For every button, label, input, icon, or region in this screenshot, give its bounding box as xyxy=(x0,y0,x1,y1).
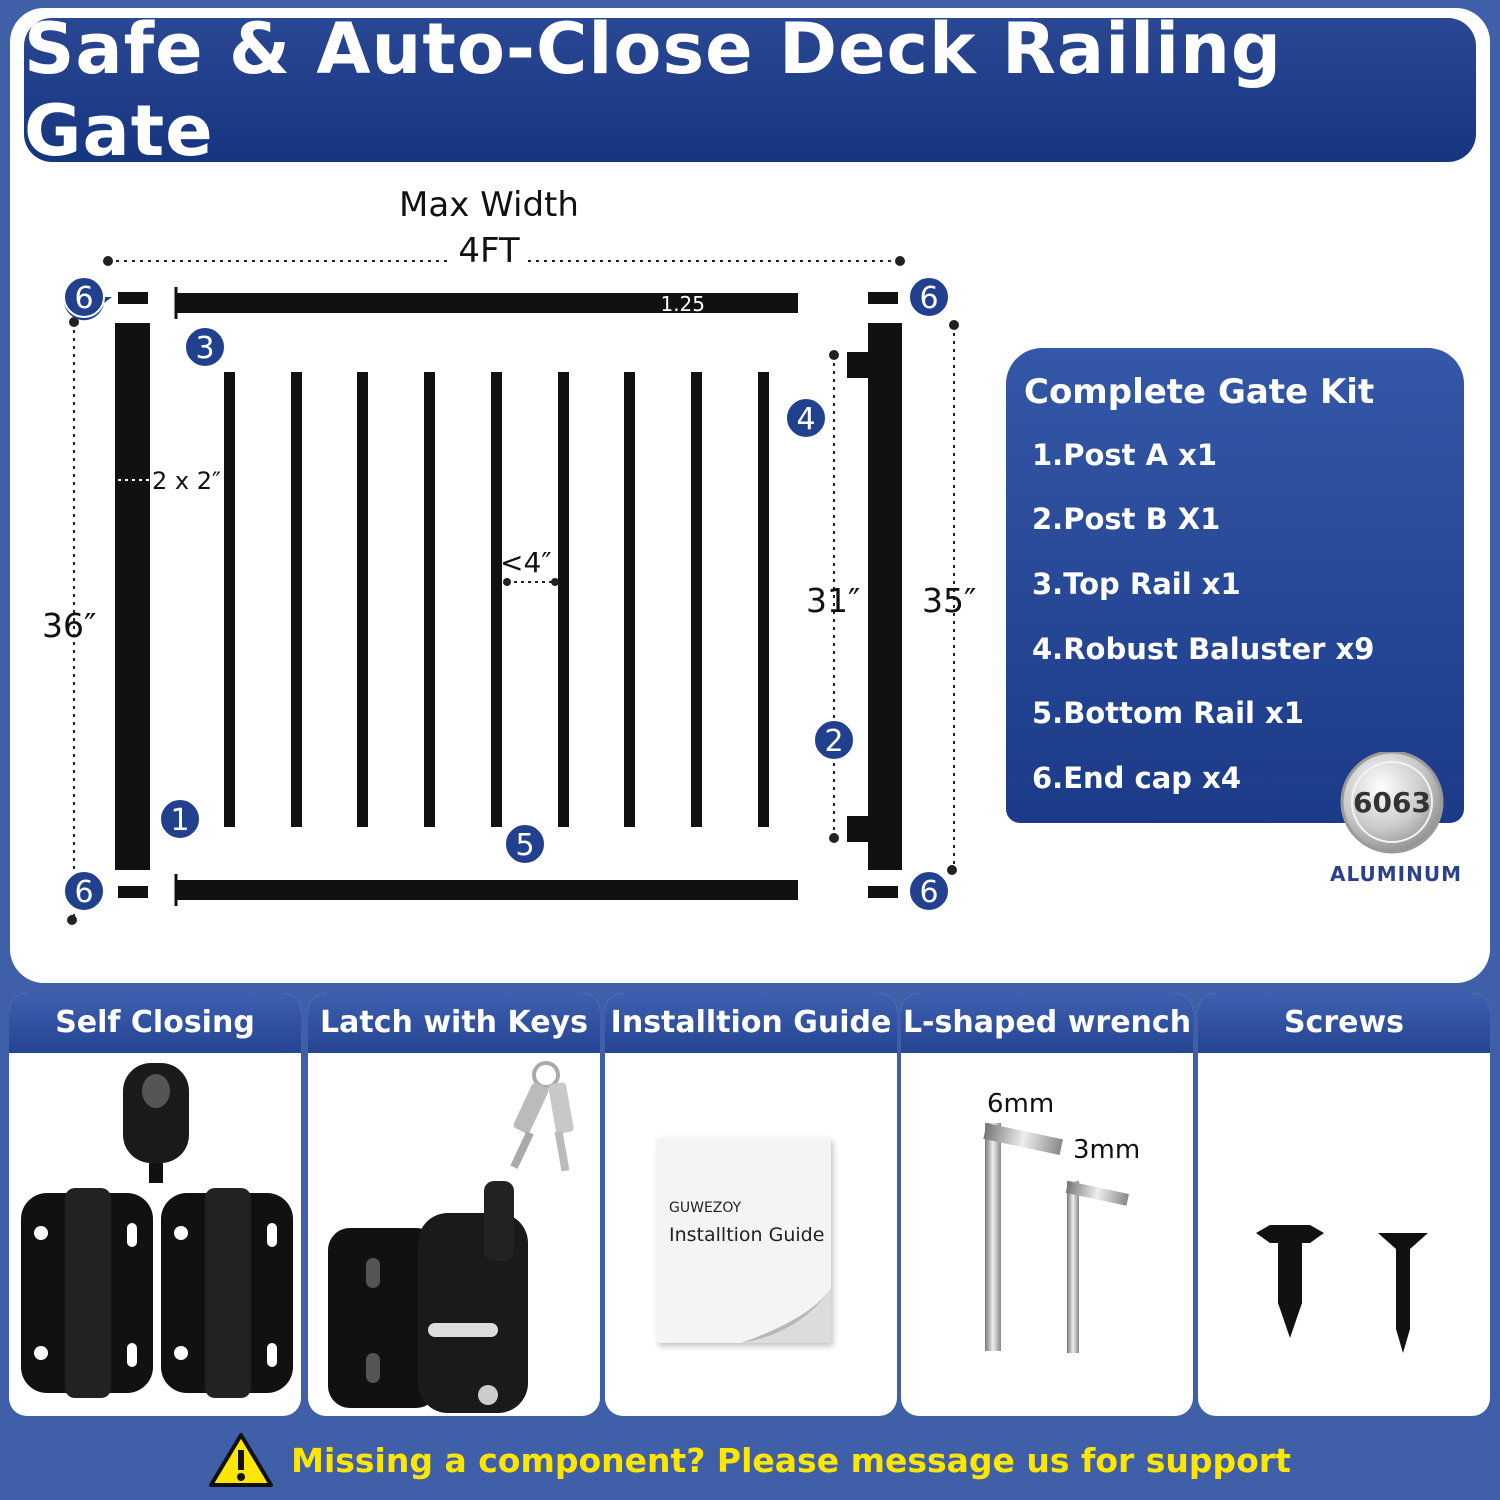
baluster xyxy=(758,372,769,827)
card-latch: Latch with Keys xyxy=(308,993,600,1416)
gate-diagram: 6 6 6 6 3 4 2 1 5 Max Width 4FT 1.25 2 x… xyxy=(42,185,976,925)
title-banner: Safe & Auto-Close Deck Railing Gate xyxy=(24,8,1476,172)
marker-post-b: 2 xyxy=(813,719,855,761)
hinge-bottom xyxy=(847,816,869,842)
svg-text:1: 1 xyxy=(170,803,189,838)
guide-text: Installtion Guide xyxy=(669,1224,825,1246)
page-curl-icon xyxy=(741,1288,831,1343)
card-title: L-shaped wrench xyxy=(901,993,1193,1053)
card-screws: Screws xyxy=(1198,993,1490,1416)
wrench-size-small: 3mm xyxy=(1073,1135,1141,1165)
baluster xyxy=(491,372,502,827)
svg-text:2: 2 xyxy=(824,724,843,759)
svg-text:4: 4 xyxy=(796,402,815,437)
baluster-gap-label: <4″ xyxy=(500,546,552,579)
card-wrench: L-shaped wrench 6mm 3mm xyxy=(901,993,1193,1416)
marker-end-cap-top-right: 6 xyxy=(908,276,950,318)
card-guide: Installtion Guide GUWEZOY Installtion Gu… xyxy=(605,993,897,1416)
kit-item: 5.Bottom Rail x1 xyxy=(1032,696,1304,730)
screws-icon xyxy=(1256,1225,1428,1353)
end-cap-bottom-left xyxy=(118,886,148,898)
post-b xyxy=(868,323,902,870)
gate-height-label: 35″ xyxy=(922,581,976,620)
wrench-icon xyxy=(983,1123,1129,1353)
marker-post-a: 1 xyxy=(159,798,201,840)
rail-size-label: 1.25 xyxy=(660,292,705,316)
keys-icon xyxy=(510,1061,574,1172)
card-title: Self Closing Hinge xyxy=(9,993,301,1100)
marker-end-cap-bottom-right: 6 xyxy=(908,870,950,912)
balusters xyxy=(224,372,769,827)
badge-label: ALUMINUM xyxy=(1330,862,1462,886)
card-title: Screws xyxy=(1198,993,1490,1053)
baluster xyxy=(558,372,569,827)
max-width-label: Max Width xyxy=(399,185,579,225)
aluminum-badge: 6063 xyxy=(1336,750,1448,856)
hinge-top xyxy=(847,352,869,378)
card-title: Installtion Guide xyxy=(605,993,897,1053)
svg-text:5: 5 xyxy=(515,828,534,863)
latch-icon xyxy=(328,1061,574,1413)
kit-item: 3.Top Rail x1 xyxy=(1032,567,1241,601)
baluster xyxy=(691,372,702,827)
card-hinge: Self Closing Hinge xyxy=(9,993,301,1416)
svg-text:3: 3 xyxy=(195,331,214,366)
guide-booklet: GUWEZOY Installtion Guide xyxy=(657,1138,831,1343)
baluster xyxy=(624,372,635,827)
svg-text:6: 6 xyxy=(919,281,938,316)
hinge-icon xyxy=(21,1063,293,1398)
end-cap-top-left xyxy=(118,292,148,304)
marker-end-cap-bottom-left: 6 xyxy=(63,870,105,912)
baluster xyxy=(224,372,235,827)
kit-title: Complete Gate Kit xyxy=(1024,372,1375,412)
svg-text:6: 6 xyxy=(74,875,93,910)
wrench-size-large: 6mm xyxy=(987,1089,1055,1119)
baluster xyxy=(424,372,435,827)
page-title: Safe & Auto-Close Deck Railing Gate xyxy=(24,8,1283,172)
kit-item: 1.Post A x1 xyxy=(1032,438,1218,472)
kit-item: 4.Robust Baluster x9 xyxy=(1032,632,1375,666)
kit-item: 2.Post B X1 xyxy=(1032,502,1221,536)
top-rail xyxy=(176,293,798,313)
svg-text:6: 6 xyxy=(74,281,93,316)
post-a xyxy=(115,323,150,870)
end-cap-bottom-right xyxy=(868,886,898,898)
baluster xyxy=(291,372,302,827)
card-title: Latch with Keys xyxy=(308,993,600,1053)
baluster xyxy=(357,372,368,827)
marker-bottom-rail: 5 xyxy=(504,823,546,865)
max-width-value: 4FT xyxy=(458,231,520,271)
post-size-label: 2 x 2″ xyxy=(152,467,221,495)
gate-kit-box: Complete Gate Kit 1.Post A x1 2.Post B X… xyxy=(1006,348,1464,823)
svg-text:6: 6 xyxy=(919,875,938,910)
marker-baluster: 4 xyxy=(785,397,827,439)
baluster-height-label: 31″ xyxy=(806,581,860,620)
post-height-label: 36″ xyxy=(42,606,96,645)
support-message: Missing a component? Please message us f… xyxy=(291,1440,1291,1480)
warning-icon xyxy=(209,1433,274,1487)
badge-number: 6063 xyxy=(1353,786,1431,819)
bottom-rail xyxy=(176,880,798,900)
guide-brand: GUWEZOY xyxy=(669,1200,742,1216)
kit-item: 6.End cap x4 xyxy=(1032,761,1242,795)
support-footer: Missing a component? Please message us f… xyxy=(0,1420,1500,1500)
end-cap-top-right xyxy=(868,292,898,304)
marker-top-rail: 3 xyxy=(184,326,226,368)
marker-end-cap-top-left: 6 xyxy=(63,276,112,321)
